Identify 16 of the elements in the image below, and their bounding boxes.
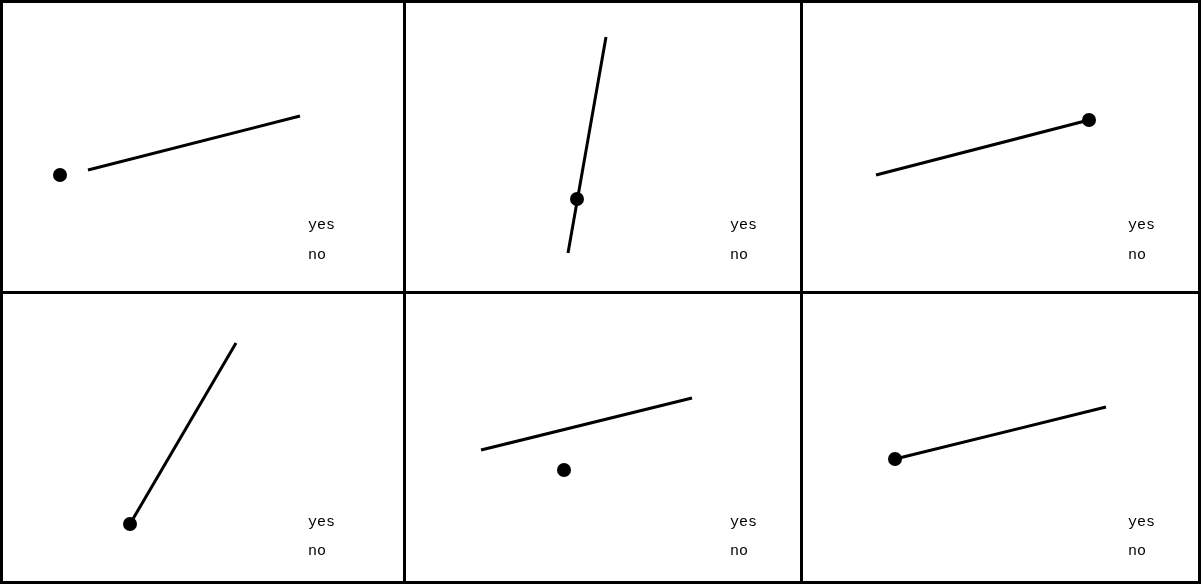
answer-option: yes — [730, 515, 757, 530]
answer-option: yes — [730, 218, 757, 233]
answer-option: no — [308, 248, 326, 263]
answer-option: no — [730, 544, 748, 559]
diagram-panel — [800, 291, 1201, 584]
answer-option: no — [308, 544, 326, 559]
diagram-panel — [800, 0, 1201, 294]
diagram-panel — [0, 0, 406, 294]
diagram-panel — [0, 291, 406, 584]
answer-option: yes — [1128, 515, 1155, 530]
answer-option: no — [1128, 248, 1146, 263]
answer-option: no — [730, 248, 748, 263]
answer-option: no — [1128, 544, 1146, 559]
answer-option: yes — [308, 218, 335, 233]
answer-option: yes — [1128, 218, 1155, 233]
answer-option: yes — [308, 515, 335, 530]
